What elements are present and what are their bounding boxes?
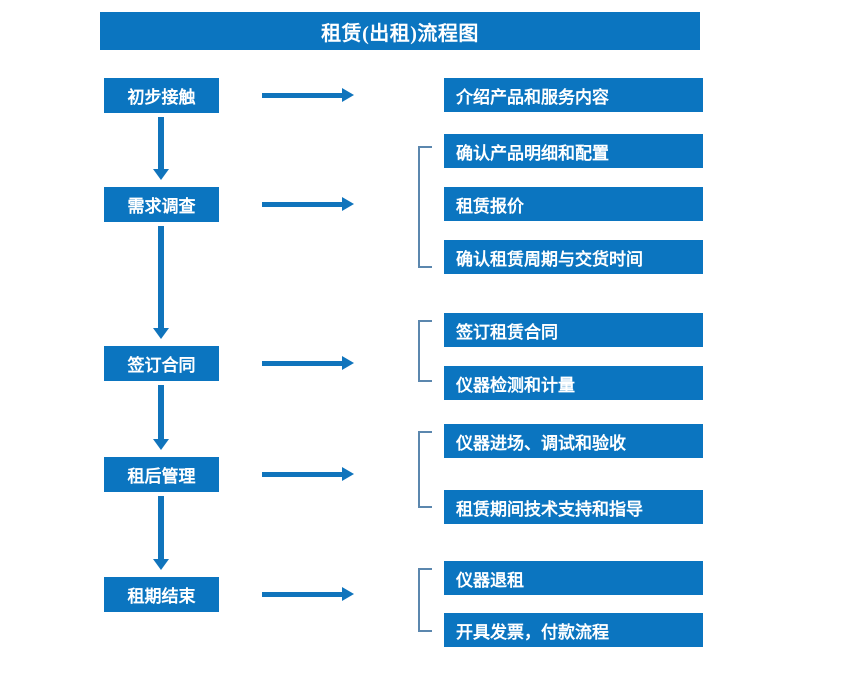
stage-box-initial-contact[interactable]: 初步接触 — [104, 78, 219, 113]
link-arrow-right-1 — [262, 88, 354, 102]
detail-box-confirm-spec-config[interactable]: 确认产品明细和配置 — [444, 134, 703, 168]
link-arrow-right-2 — [262, 197, 354, 211]
group-bracket-post-rental — [418, 431, 432, 508]
link-arrow-right-5 — [262, 587, 354, 601]
link-arrow-right-4 — [262, 467, 354, 481]
flow-arrow-down-3 — [153, 385, 169, 450]
detail-box-confirm-period[interactable]: 确认租赁周期与交货时间 — [444, 240, 703, 274]
detail-box-sign-rental-contract[interactable]: 签订租赁合同 — [444, 313, 703, 347]
group-bracket-contract — [418, 320, 432, 382]
stage-box-requirement-survey[interactable]: 需求调查 — [104, 187, 219, 222]
flow-arrow-down-2 — [153, 226, 169, 339]
flow-arrow-down-4 — [153, 496, 169, 570]
detail-box-instrument-testing[interactable]: 仪器检测和计量 — [444, 366, 703, 400]
detail-box-rental-quotation[interactable]: 租赁报价 — [444, 187, 703, 221]
link-arrow-right-3 — [262, 356, 354, 370]
stage-box-sign-contract[interactable]: 签订合同 — [104, 346, 219, 381]
detail-box-onsite-commissioning[interactable]: 仪器进场、调试和验收 — [444, 424, 703, 458]
stage-box-post-rental-mgmt[interactable]: 租后管理 — [104, 457, 219, 492]
detail-box-technical-support[interactable]: 租赁期间技术支持和指导 — [444, 490, 703, 524]
detail-box-instrument-return[interactable]: 仪器退租 — [444, 561, 703, 595]
detail-box-invoice-payment[interactable]: 开具发票，付款流程 — [444, 613, 703, 647]
flow-arrow-down-1 — [153, 117, 169, 180]
group-bracket-rental-end — [418, 568, 432, 632]
detail-box-introduce-products[interactable]: 介绍产品和服务内容 — [444, 78, 703, 112]
group-bracket-requirement-survey — [418, 146, 432, 268]
stage-box-rental-end[interactable]: 租期结束 — [104, 577, 219, 612]
diagram-title: 租赁(出租)流程图 — [100, 12, 700, 50]
